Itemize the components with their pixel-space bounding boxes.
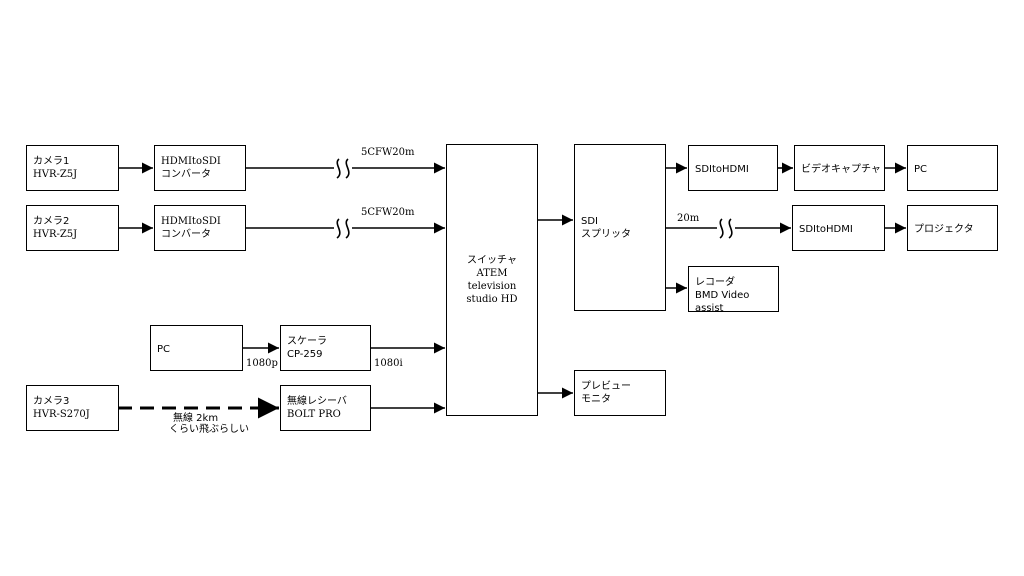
hdmi-to-sdi-converter-2: HDMItoSDI コンバータ — [154, 205, 246, 251]
pc-input-box: PC — [150, 325, 243, 371]
scaler-model: CP-259 — [287, 349, 323, 360]
conv2-name: HDMItoSDI — [161, 216, 221, 227]
switcher-model-1: television — [467, 281, 517, 292]
switcher-box: スイッチャ ATEM television studio HD — [446, 144, 538, 416]
recorder-box: レコーダ BMD Video assist — [688, 266, 779, 314]
switcher-brand: ATEM — [476, 268, 508, 279]
camera2-model: HVR-Z5J — [33, 229, 78, 240]
conv1-name: HDMItoSDI — [161, 156, 221, 167]
capture-label: ビデオキャプチャ — [801, 164, 881, 175]
resolution-1080i-label: 1080i — [374, 358, 403, 369]
camera3-box: カメラ3 HVR-S270J — [26, 385, 119, 431]
camera2-box: カメラ2 HVR-Z5J — [26, 205, 119, 251]
cable-label-2: 5CFW20m — [361, 207, 415, 218]
scaler-name: スケーラ — [287, 336, 327, 347]
cable-20m-label: 20m — [677, 213, 700, 224]
pc-input-label: PC — [157, 344, 171, 355]
pc-output-box: PC — [907, 145, 998, 191]
receiver-model: BOLT PRO — [287, 409, 341, 420]
camera3-model: HVR-S270J — [33, 409, 90, 420]
wireless-receiver-box: 無線レシーバ BOLT PRO — [280, 385, 371, 431]
sdihdmi1-label: SDItoHDMI — [695, 164, 749, 175]
video-capture-box: ビデオキャプチャ — [794, 145, 885, 191]
preview-monitor-box: プレビュー モニタ — [574, 370, 666, 416]
preview-name: プレビュー — [581, 381, 631, 392]
receiver-name: 無線レシーバ — [287, 396, 347, 407]
sdi-to-hdmi-box-2: SDItoHDMI — [792, 205, 885, 251]
conv1-type: コンバータ — [161, 169, 211, 180]
preview-type: モニタ — [581, 394, 611, 405]
pc-output-label: PC — [914, 164, 928, 175]
sdi-to-hdmi-box-1: SDItoHDMI — [688, 145, 778, 191]
projector-label: プロジェクタ — [914, 224, 974, 235]
sdi-splitter-box: SDI スプリッタ — [574, 144, 666, 311]
cable-label-1: 5CFW20m — [361, 147, 415, 158]
camera1-name: カメラ1 — [33, 156, 70, 167]
switcher-model-2: studio HD — [466, 294, 518, 305]
resolution-1080p-label: 1080p — [246, 358, 278, 369]
camera1-box: カメラ1 HVR-Z5J — [26, 145, 119, 191]
cable-break-marks — [334, 158, 735, 239]
recorder-model: BMD Video assist — [695, 290, 750, 314]
sdihdmi2-label: SDItoHDMI — [799, 224, 853, 235]
splitter-name: SDI — [581, 216, 598, 227]
hdmi-to-sdi-converter-1: HDMItoSDI コンバータ — [154, 145, 246, 191]
wireless-range-label-1: 無線 2km — [173, 413, 219, 424]
recorder-name: レコーダ — [695, 277, 735, 288]
camera3-name: カメラ3 — [33, 396, 70, 407]
projector-box: プロジェクタ — [907, 205, 998, 251]
camera1-model: HVR-Z5J — [33, 169, 78, 180]
conv2-type: コンバータ — [161, 229, 211, 240]
wireless-range-label-2: くらい飛ぶらしい — [169, 424, 249, 435]
camera2-name: カメラ2 — [33, 216, 70, 227]
scaler-box: スケーラ CP-259 — [280, 325, 371, 371]
splitter-type: スプリッタ — [581, 229, 631, 240]
switcher-label: スイッチャ — [467, 255, 517, 266]
